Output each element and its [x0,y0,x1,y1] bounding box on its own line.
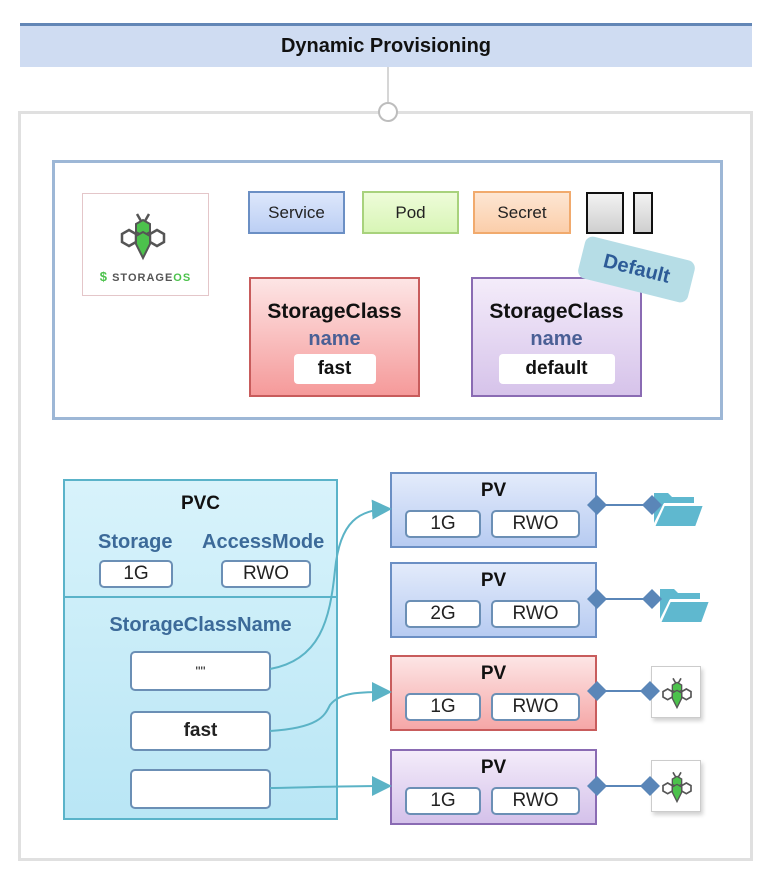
pv-size-text: 1G [430,513,456,534]
pvc-storage-class-value-text: fast [183,720,218,741]
pvc-storage-value: 1G [99,560,173,588]
pv-size: 1G [405,787,481,815]
kind-blank-box [586,192,624,234]
pv-size-text: 2G [430,603,456,624]
kind-service: Service [248,191,345,234]
kind-secret: Secret [473,191,571,234]
pv-dynamic-fast: PV 1G RWO [390,655,597,731]
storageos-bee-icon [662,677,692,710]
pv-static-2g: PV 2G RWO [390,562,597,638]
storageos-logo: $ STORAGEOS [82,193,209,296]
pv-access-mode-text: RWO [512,603,559,624]
pv-size-text: 1G [430,696,456,717]
pvc-divider [65,596,336,598]
pv-access-mode: RWO [491,510,580,538]
pvc-storage-label: Storage [98,531,173,553]
storage-class-field-label: name [308,328,361,350]
title-connector [387,67,389,104]
pvc-storage-class-value-text: "" [195,663,206,679]
pv-title: PV [480,663,507,684]
pvc-access-mode-label: AccessMode [202,531,325,553]
pvc-storage-class-fast: fast [130,711,271,751]
connector-knob [378,102,398,122]
storageos-bee-icon [662,771,692,804]
pv-title: PV [480,570,507,591]
storageos-wordmark: $ STORAGEOS [83,269,208,284]
pvc-box: PVC Storage AccessMode 1G RWO StorageCla… [63,479,338,820]
pv-title: PV [480,480,507,501]
pv-title: PV [480,757,507,778]
kind-secret-label: Secret [497,202,547,222]
pv-access-mode-text: RWO [512,790,559,811]
pvc-storage-class-unset [130,769,271,809]
pv-dynamic-default: PV 1G RWO [390,749,597,825]
logo-text-accent: OS [173,272,192,284]
folder-icon [652,493,706,528]
pv-access-mode: RWO [491,600,580,628]
storage-class-name-value: fast [293,354,376,384]
logo-text-main: STORAGE [112,272,174,284]
pv-static-1g: PV 1G RWO [390,472,597,548]
pvc-access-mode-value-text: RWO [242,563,290,584]
diagram-title-text: Dynamic Provisioning [280,35,492,57]
pv-size: 1G [405,693,481,721]
kind-service-label: Service [268,202,325,222]
pv-access-mode-text: RWO [512,696,559,717]
kind-blank-box-narrow [633,192,653,234]
pv-access-mode: RWO [491,787,580,815]
storage-class-title: StorageClass [489,300,624,323]
storageos-mark-icon: $ [99,269,109,284]
kind-pod: Pod [362,191,459,234]
pvc-access-mode-value: RWO [221,560,311,588]
storageos-volume [651,760,701,812]
storage-class-name-value: default [498,354,615,384]
pvc-storage-class-name-label: StorageClassName [109,614,292,636]
storage-class-field-label: name [530,328,583,350]
pvc-storage-class-empty-string: "" [130,651,271,691]
storageos-volume [651,666,701,718]
pv-size: 2G [405,600,481,628]
pv-size-text: 1G [430,790,456,811]
kind-pod-label: Pod [395,202,426,222]
storage-class-title: StorageClass [267,300,402,323]
pvc-title: PVC [180,493,221,514]
storageos-bee-icon [120,213,166,261]
pv-size: 1G [405,510,481,538]
default-tag-label: Default [601,250,673,288]
folder-icon [658,589,712,624]
pv-access-mode: RWO [491,693,580,721]
diagram-title: Dynamic Provisioning [20,23,752,67]
pvc-storage-value-text: 1G [123,563,149,584]
storage-class-fast: StorageClass name fast [249,277,420,397]
storage-class-default: StorageClass name default [471,277,642,397]
pv-access-mode-text: RWO [512,513,559,534]
